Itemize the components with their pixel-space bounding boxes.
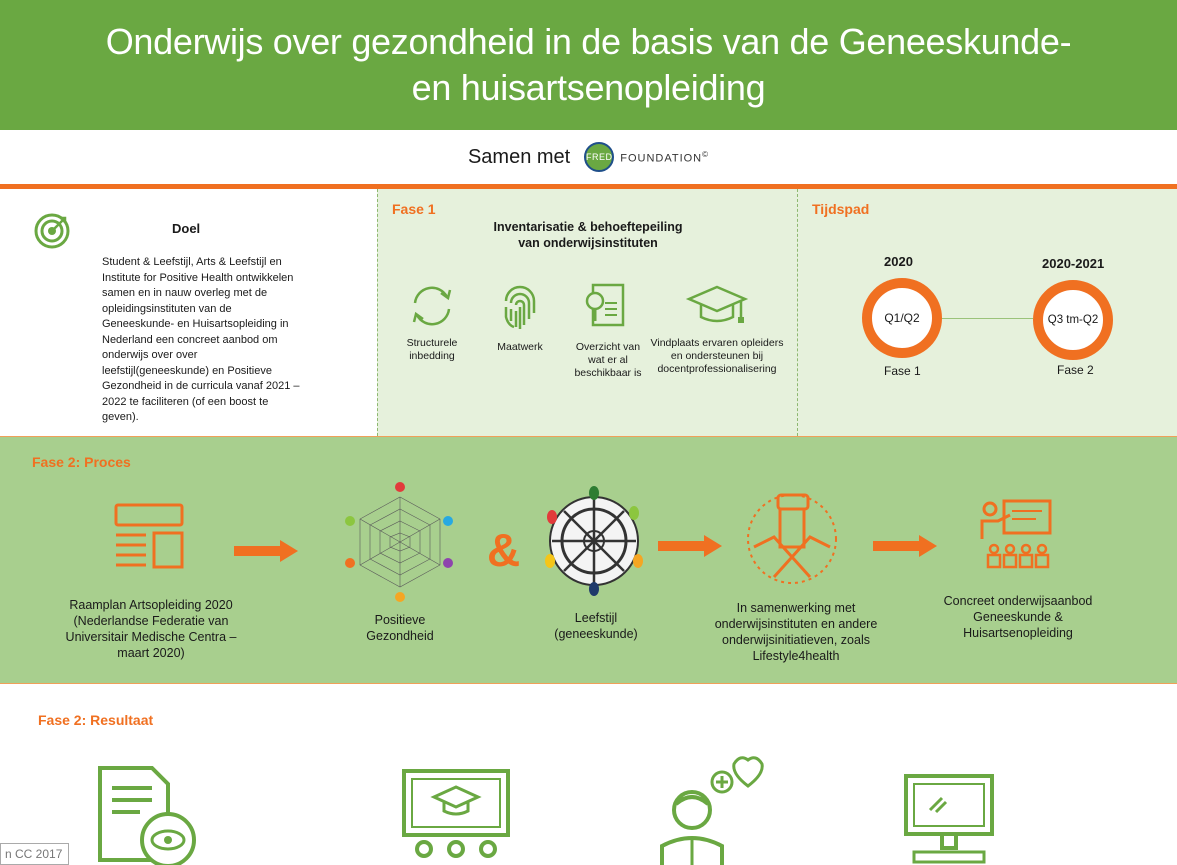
license-footer: n CC 2017 [0,843,69,865]
proces-section: Fase 2: Proces Raamplan Artsopleiding 20… [0,436,1177,684]
fase1-item-vindplaats: Vindplaats ervaren opleiders en onderste… [650,281,784,376]
partner-row: Samen met FRED FOUNDATION© [0,130,1177,184]
orange-divider [0,184,1177,189]
year-2020-2021: 2020-2021 [1042,256,1105,271]
foundation-logo-text: FOUNDATION© [620,149,710,165]
document-search-icon [585,283,625,327]
teacher-presentation-icon [980,499,1052,569]
arrow-right-icon [234,540,298,562]
doel-title: Doel [172,221,201,236]
title-line-1: Onderwijs over gezondheid in de basis va… [105,21,1072,62]
positieve-gezondheid-spider-icon [345,482,453,602]
target-icon [34,213,70,249]
graduation-cap-icon [685,285,749,323]
proces-step-leefstijl: Leefstijl (geneeskunde) [554,611,638,641]
fred-foundation-logo: FRED FOUNDATION© [584,142,709,172]
proces-step-samenwerking: In samenwerking met onderwijsinstituten … [714,601,878,663]
timeline-ring-q3q2: Q3 tm-Q2 [1033,280,1113,360]
fred-logo-circle: FRED [584,142,615,172]
doel-panel: Doel Student & Leefstijl, Arts & Leefsti… [0,189,377,436]
arrow-right-icon [658,535,722,557]
fase1-label: Fase 1 [392,201,436,217]
student-health-icon [660,756,764,865]
fase1-item-overzicht: Overzicht van wat er al beschikbaar is [568,281,648,380]
top-section: Doel Student & Leefstijl, Arts & Leefsti… [0,189,1177,436]
classroom-screen-icon [402,769,510,858]
timeline-fase1-label: Fase 1 [884,364,921,378]
page-title: Onderwijs over gezondheid in de basis va… [106,19,1072,111]
timeline-fase2-label: Fase 2 [1057,363,1094,377]
fase1-item-structurele-inbedding: Structurele inbedding [392,281,472,363]
ampersand: & [487,524,521,576]
fase1-item-label: Maatwerk [497,341,543,353]
fred-logo-text: FRED [585,152,613,162]
fase1-item-label: Vindplaats ervaren opleiders en onderste… [650,337,784,375]
title-line-2: en huisartsenopleiding [411,67,766,108]
timeline-connector [940,318,1033,319]
document-layout-icon [114,503,184,569]
samen-met-label: Samen met [467,145,571,168]
collaboration-hands-icon [747,493,837,584]
fase1-item-label: Structurele inbedding [406,337,458,362]
fase1-item-maatwerk: Maatwerk [482,281,558,354]
document-review-icon [98,766,196,865]
arrow-right-icon [873,535,937,557]
year-2020: 2020 [884,254,913,269]
refresh-icon [412,286,452,326]
fingerprint-icon [504,285,536,329]
header-banner: Onderwijs over gezondheid in de basis va… [0,0,1177,130]
fase1-item-label: Overzicht van wat er al beschikbaar is [574,341,642,379]
proces-step-positieve-gezondheid: Positieve Gezondheid [366,613,434,643]
resultaat-label: Fase 2: Resultaat [38,712,154,728]
computer-monitor-icon [904,774,994,864]
tijdspad-panel: Tijdspad 2020 2020-2021 Q1/Q2 Q3 tm-Q2 F… [797,189,1177,436]
proces-step-concreet-aanbod: Concreet onderwijsaanbod Geneeskunde & H… [943,594,1093,640]
doel-text: Student & Leefstijl, Arts & Leefstijl en… [102,256,300,423]
ship-wheel-icon [545,486,643,596]
proces-label: Fase 2: Proces [32,454,131,470]
tijdspad-label: Tijdspad [812,201,870,217]
proces-step-raamplan: Raamplan Artsopleiding 2020 (Nederlandse… [65,598,237,660]
timeline-ring-q1q2: Q1/Q2 [862,278,942,358]
